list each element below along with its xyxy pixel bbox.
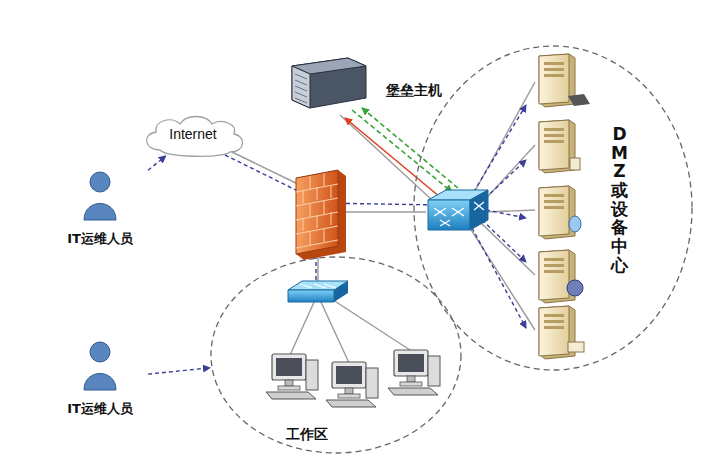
node-label: DMZ或设备中心 [611, 125, 628, 275]
work-zone: 工作区 [210, 256, 462, 454]
node-label: 工作区 [286, 426, 328, 444]
operator-figure: IT运维人员 [52, 340, 148, 418]
access-arrow [148, 156, 166, 170]
internet-cloud: Internet [138, 112, 248, 156]
n-dmz-shape [413, 45, 693, 371]
dmz-zone: DMZ或设备中心 [413, 45, 693, 371]
bastion-host: 堡垒主机 [286, 52, 456, 114]
operator-figure: IT运维人员 [52, 170, 148, 248]
node-label: Internet [169, 126, 216, 142]
access-arrow [148, 368, 210, 374]
node-label: 堡垒主机 [386, 82, 442, 100]
n-work-shape [210, 256, 462, 454]
node-label: IT运维人员 [67, 400, 133, 418]
node-label: IT运维人员 [67, 230, 133, 248]
